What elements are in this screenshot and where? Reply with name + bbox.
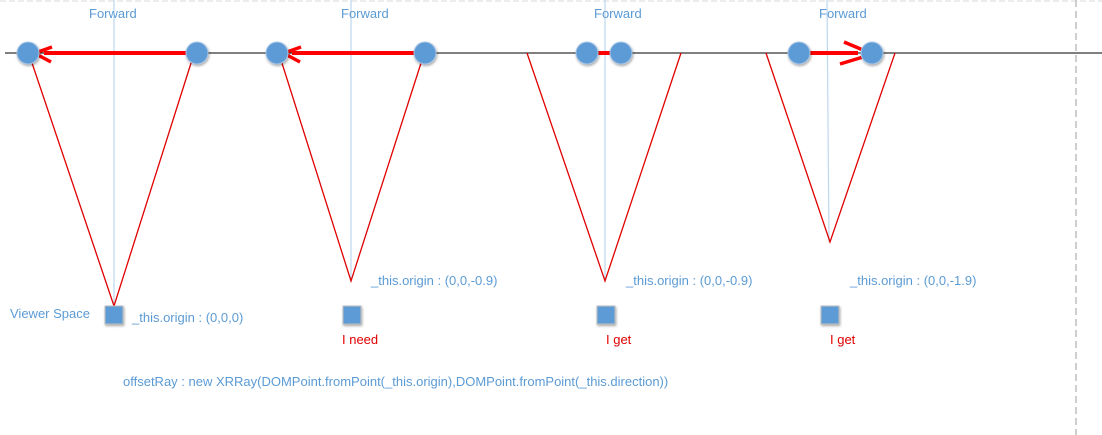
- node-circle: [609, 41, 633, 65]
- code-text: offsetRay : new XRRay(DOMPoint.fromPoint…: [123, 374, 669, 389]
- node-circle: [265, 41, 289, 65]
- caption-label: I need: [342, 332, 379, 347]
- forward-label: Forward: [594, 6, 642, 21]
- origin-square: [104, 305, 124, 325]
- caption-label: I get: [606, 332, 632, 347]
- panel-3: [526, 0, 682, 325]
- frustum: [765, 52, 896, 245]
- origin-square: [342, 305, 362, 325]
- origin-label: _this.origin : (0,0,-0.9): [626, 273, 753, 288]
- node-circle: [413, 41, 437, 65]
- viewer-space-label: Viewer Space: [10, 306, 90, 321]
- origin-square: [820, 305, 840, 325]
- node-circle: [16, 41, 40, 65]
- arrow-head: [37, 53, 52, 64]
- panel-4: [765, 0, 896, 325]
- forward-label: Forward: [341, 6, 389, 21]
- node-circle: [787, 41, 811, 65]
- node-circle: [575, 41, 599, 65]
- panel-2: [265, 0, 437, 325]
- arrow-head: [286, 45, 302, 54]
- node-circle: [185, 41, 209, 65]
- arrow-head: [839, 55, 864, 66]
- caption-label: I get: [830, 332, 856, 347]
- forward-label: Forward: [819, 6, 867, 21]
- origin-label: _this.origin : (0,0,-1.9): [850, 273, 977, 288]
- frustum: [280, 59, 423, 284]
- node-circle: [860, 41, 884, 65]
- arrow-head: [843, 40, 864, 52]
- forward-label: Forward: [89, 6, 137, 21]
- origin-label: _this.origin : (0,0,0): [132, 310, 244, 325]
- arrow-head: [37, 45, 53, 54]
- arrow-head: [286, 53, 301, 64]
- frustum: [30, 59, 193, 309]
- origin-label: _this.origin : (0,0,-0.9): [371, 273, 498, 288]
- frustum: [526, 52, 682, 284]
- forward-line: [826, 0, 830, 243]
- panel-1: [16, 0, 209, 325]
- origin-square: [596, 305, 616, 325]
